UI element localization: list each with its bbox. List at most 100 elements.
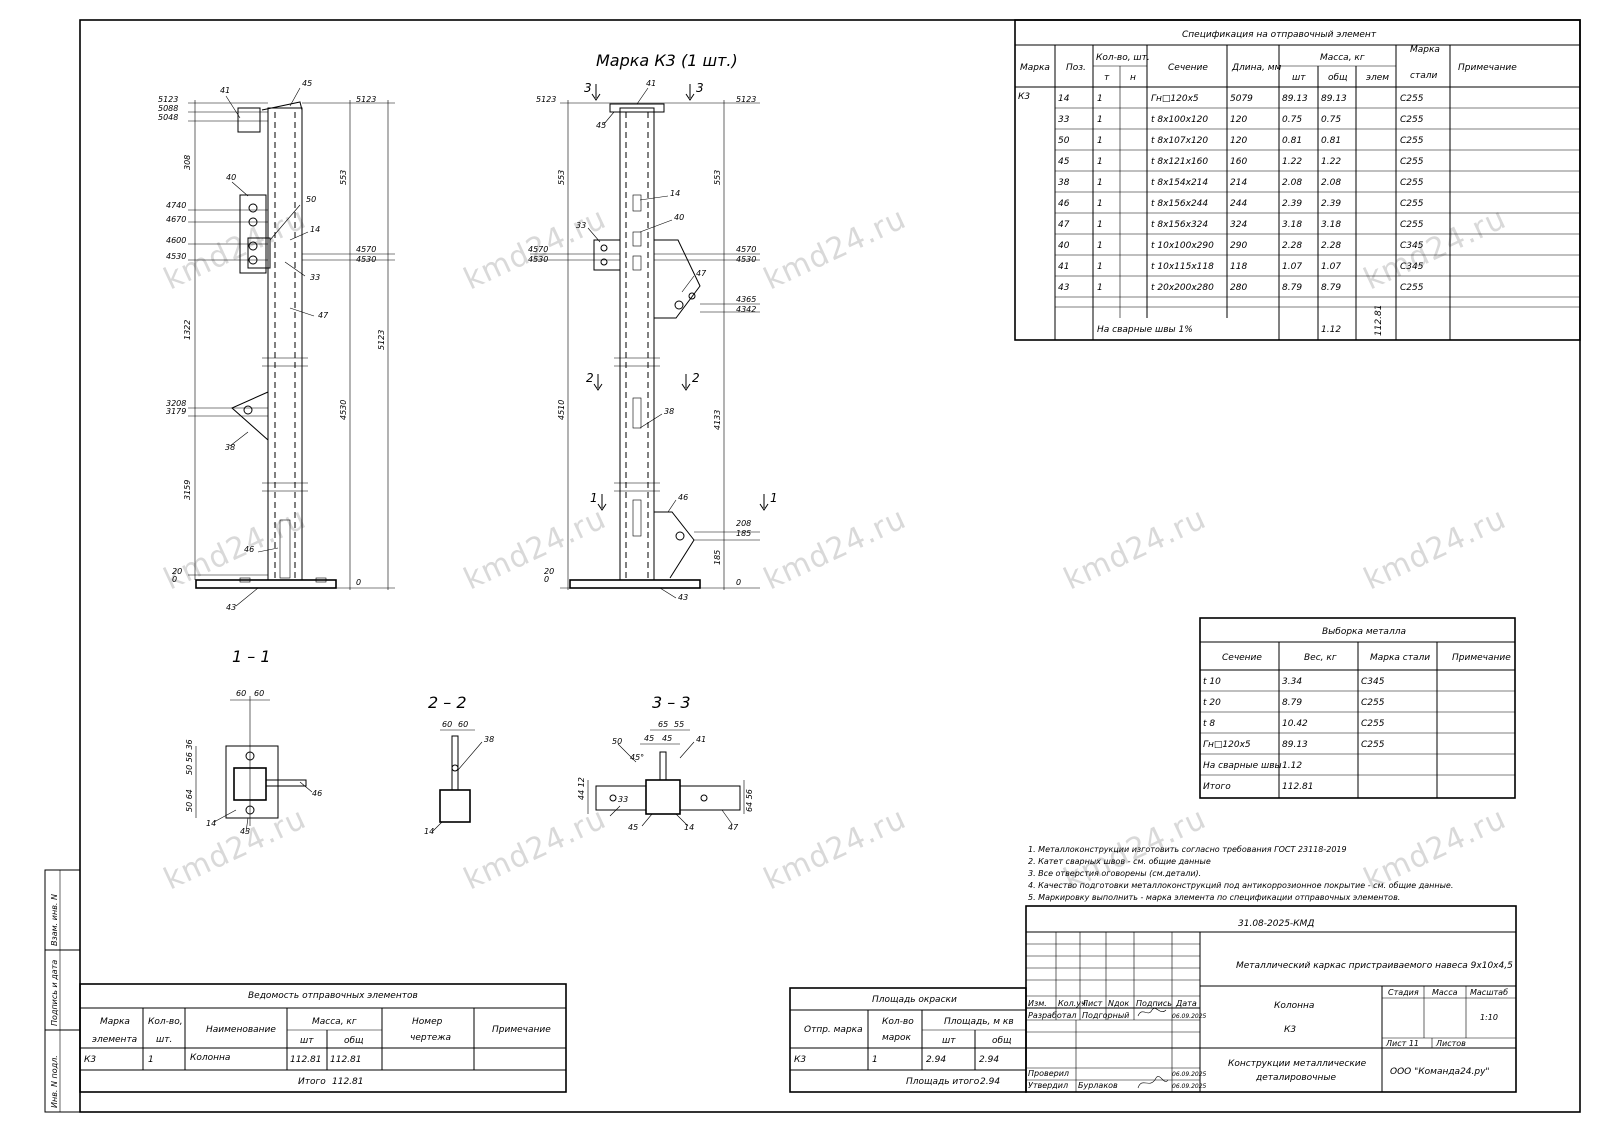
spec-cell: 160: [1230, 157, 1247, 167]
section-label: 2 – 2: [428, 693, 467, 712]
svg-text:45: 45: [662, 734, 672, 743]
svg-text:4530: 4530: [339, 400, 348, 420]
svg-text:Кол-во, шт.: Кол-во, шт.: [1096, 53, 1150, 63]
metal-cell: t 10: [1203, 677, 1221, 687]
svg-text:Кол-во: Кол-во: [882, 1017, 914, 1027]
svg-text:06.09.2025: 06.09.2025: [1172, 1083, 1207, 1090]
spec-cell: 33: [1058, 115, 1070, 125]
spec-cell: Гн□120х5: [1151, 94, 1199, 104]
paint-table: Площадь окраски Отпр. марка Кол-во марок…: [789, 987, 1027, 1093]
svg-text:Масса: Масса: [1432, 988, 1458, 997]
svg-text:элемента: элемента: [92, 1035, 137, 1045]
svg-text:Дата: Дата: [1175, 999, 1197, 1008]
svg-text:Марка: Марка: [1020, 63, 1050, 73]
spec-cell: 120: [1230, 115, 1247, 125]
metal-cell: С255: [1361, 698, 1385, 708]
svg-text:4530: 4530: [736, 255, 756, 264]
spec-cell: t 10x100x290: [1151, 241, 1214, 251]
svg-text:2.94: 2.94: [926, 1055, 946, 1065]
spec-cell: 1.07: [1321, 262, 1341, 272]
watermark: kmd24.ru: [759, 201, 912, 297]
svg-text:43: 43: [226, 603, 236, 612]
spec-cell: t 8x156x324: [1151, 220, 1208, 230]
svg-text:Вес, кг: Вес, кг: [1304, 653, 1337, 663]
side-stamp-label: Инв. N подл.: [50, 1055, 59, 1108]
svg-text:Поз.: Поз.: [1066, 63, 1086, 73]
metal-table: Выборка металла Сечение Вес, кг Марка ст…: [1199, 617, 1516, 799]
spec-cell: 1: [1097, 199, 1103, 209]
svg-text:14: 14: [310, 225, 320, 234]
elevation-side-view: 5123 5088 5048 4740 4670 4600 4530 3208 …: [158, 79, 395, 612]
side-stamp: Взам. инв. N Подпись и дата Инв. N подл.: [44, 869, 81, 1113]
spec-cell: 1: [1097, 283, 1103, 293]
spec-title: Спецификация на отправочный элемент: [1182, 30, 1377, 40]
svg-text:06.09.2025: 06.09.2025: [1172, 1013, 1207, 1020]
svg-text:Кол-во,: Кол-во,: [148, 1017, 183, 1027]
project-name: Металлический каркас пристраиваемого нав…: [1236, 961, 1513, 971]
watermark: kmd24.ru: [459, 801, 612, 897]
svg-text:38: 38: [664, 407, 674, 416]
svg-text:0: 0: [172, 575, 177, 584]
svg-text:14: 14: [206, 819, 216, 828]
svg-text:41: 41: [646, 79, 656, 88]
svg-text:Примечание: Примечание: [492, 1025, 551, 1035]
spec-cell: 324: [1230, 220, 1247, 230]
spec-cell: t 8x121x160: [1151, 157, 1208, 167]
svg-text:47: 47: [728, 823, 739, 832]
watermark: kmd24.ru: [759, 501, 912, 597]
spec-cell: 47: [1058, 220, 1070, 230]
spec-cell: 40: [1058, 241, 1070, 251]
svg-text:33: 33: [310, 273, 320, 282]
spec-cell: 0.81: [1321, 136, 1341, 146]
svg-text:4530: 4530: [166, 252, 186, 261]
weld-label: На сварные швы 1%: [1097, 325, 1193, 335]
svg-text:14: 14: [684, 823, 694, 832]
svg-text:4133: 4133: [713, 410, 722, 430]
svg-text:3179: 3179: [166, 407, 186, 416]
spec-cell: С345: [1400, 262, 1424, 272]
metal-cell: 10.42: [1282, 719, 1308, 729]
spec-cell: 46: [1058, 199, 1070, 209]
svg-text:Nдок: Nдок: [1108, 999, 1129, 1008]
svg-text:Масса, кг: Масса, кг: [312, 1017, 357, 1027]
svg-text:38: 38: [225, 443, 235, 452]
spec-cell: 3.18: [1321, 220, 1341, 230]
svg-text:185: 185: [713, 550, 722, 565]
spec-cell: t 8x154x214: [1151, 178, 1208, 188]
spec-cell: С255: [1400, 157, 1424, 167]
svg-text:2.94: 2.94: [979, 1055, 999, 1065]
svg-text:Подгорный: Подгорный: [1082, 1011, 1129, 1020]
svg-text:Масштаб: Масштаб: [1470, 988, 1508, 997]
spec-cell: С255: [1400, 136, 1424, 146]
svg-text:45: 45: [596, 121, 606, 130]
svg-text:112.81: 112.81: [290, 1055, 322, 1065]
svg-text:14: 14: [424, 827, 434, 836]
svg-text:06.09.2025: 06.09.2025: [1172, 1071, 1207, 1078]
metal-cell: 3.34: [1282, 677, 1302, 687]
cut-mark: 1: [770, 491, 778, 505]
svg-text:элем: элем: [1366, 73, 1389, 83]
svg-text:20: 20: [544, 567, 554, 576]
spec-cell: 2.28: [1321, 241, 1341, 251]
svg-text:43: 43: [678, 593, 688, 602]
watermark: kmd24.ru: [159, 501, 312, 597]
svg-text:4530: 4530: [528, 255, 548, 264]
spec-cell: С255: [1400, 283, 1424, 293]
svg-text:н: н: [1130, 73, 1136, 83]
metal-cell: 112.81: [1282, 782, 1314, 792]
svg-text:Итого: Итого: [298, 1077, 326, 1087]
svg-text:марок: марок: [882, 1033, 912, 1043]
cut-mark: 2: [586, 371, 594, 385]
svg-text:4570: 4570: [356, 245, 376, 254]
spec-cell: 1: [1097, 136, 1103, 146]
section-label: 3 – 3: [652, 693, 691, 712]
svg-text:4342: 4342: [736, 305, 756, 314]
svg-text:Примечание: Примечание: [1452, 653, 1511, 663]
spec-table: Спецификация на отправочный элемент Марк…: [1014, 19, 1581, 341]
note: 4. Качество подготовки металлоконструкци…: [1028, 881, 1453, 890]
svg-text:45: 45: [628, 823, 638, 832]
spec-cell: 1.22: [1321, 157, 1341, 167]
